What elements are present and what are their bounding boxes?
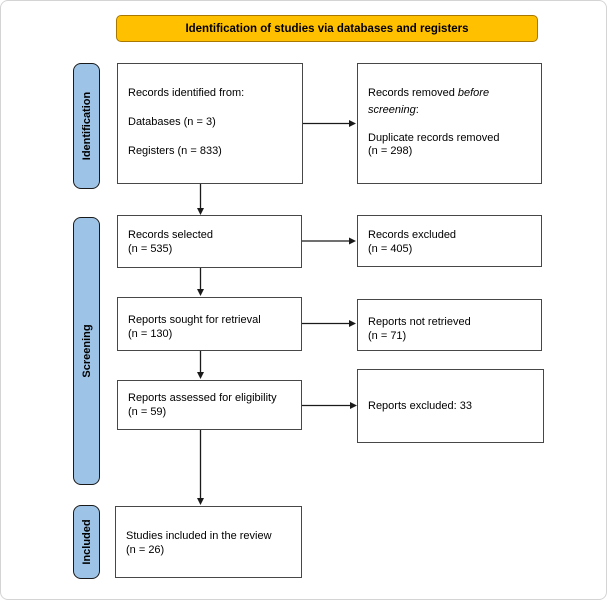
box-records-selected: Records selected (n = 535)	[117, 215, 302, 268]
box-reports-excluded: Reports excluded: 33	[357, 369, 544, 443]
stage-label-included: Included	[80, 519, 93, 565]
box-text-line: Duplicate records removed	[368, 132, 500, 144]
box-text-line: Records removed before screening:	[368, 85, 518, 119]
box-text-segment-italic: before screening	[368, 87, 490, 116]
box-text-line: Registers (n = 833)	[128, 145, 222, 157]
box-records-identified: Records identified from: Databases (n = …	[117, 63, 303, 184]
stage-label-identification: Identification	[80, 91, 93, 161]
box-reports-not-retrieved: Reports not retrieved (n = 71)	[357, 299, 542, 351]
box-text-line: (n = 298)	[368, 145, 413, 157]
box-text-line: Reports not retrieved	[368, 316, 471, 328]
box-text-line: (n = 26)	[126, 544, 165, 556]
box-text-line: (n = 535)	[128, 243, 173, 255]
box-reports-sought: Reports sought for retrieval (n = 130)	[117, 297, 302, 351]
box-text-line: (n = 71)	[368, 330, 407, 342]
box-text-line: Records excluded	[368, 229, 457, 241]
diagram-title-banner: Identification of studies via databases …	[116, 15, 538, 42]
box-text-line: (n = 130)	[128, 328, 173, 340]
stage-bar-screening: Screening	[73, 217, 100, 485]
stage-bar-identification: Identification	[73, 63, 100, 189]
box-text-line: Reports excluded: 33	[368, 400, 472, 412]
box-records-removed: Records removed before screening: Duplic…	[357, 63, 542, 184]
box-text-line: Records identified from:	[128, 87, 245, 99]
box-text-line: Reports sought for retrieval	[128, 314, 261, 326]
box-text-line: (n = 59)	[128, 406, 167, 418]
stage-label-screening: Screening	[80, 324, 93, 378]
box-text-line: Studies included in the review	[126, 530, 272, 542]
box-studies-included: Studies included in the review (n = 26)	[115, 506, 302, 578]
box-text-line: Databases (n = 3)	[128, 116, 216, 128]
box-text-line: Reports assessed for eligibility	[128, 392, 277, 404]
box-text-line: Records selected	[128, 229, 213, 241]
box-text-segment: Records removed	[368, 87, 458, 99]
box-text-line: (n = 405)	[368, 243, 413, 255]
box-text-segment: :	[415, 104, 419, 116]
stage-bar-included: Included	[73, 505, 100, 579]
box-reports-assessed: Reports assessed for eligibility (n = 59…	[117, 380, 302, 430]
diagram-title: Identification of studies via databases …	[185, 22, 469, 35]
box-records-excluded: Records excluded (n = 405)	[357, 215, 542, 267]
